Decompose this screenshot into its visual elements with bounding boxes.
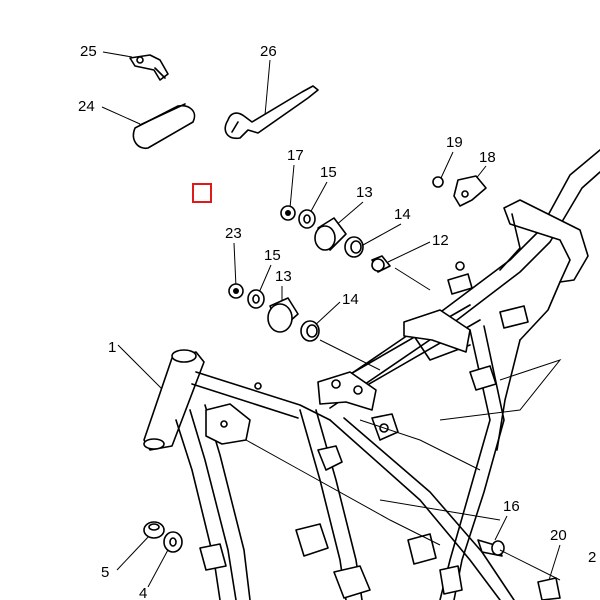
part-4-5-fasteners	[143, 521, 183, 553]
part-24-pad	[132, 103, 196, 150]
selection-square-icon	[192, 183, 212, 203]
part-26-spanner	[224, 85, 319, 140]
callout-13-upper: 13	[356, 184, 373, 201]
callout-24: 24	[78, 98, 95, 115]
leader-lines	[101, 51, 561, 588]
part-25-clip	[129, 54, 169, 81]
callout-14-upper: 14	[394, 206, 411, 223]
callout-26: 26	[260, 43, 277, 60]
main-frame	[143, 149, 600, 600]
callout-12: 12	[432, 232, 449, 249]
part-16-bolt	[477, 539, 505, 557]
callout-18: 18	[479, 149, 496, 166]
callout-16: 16	[503, 498, 520, 515]
part-18-19-bracket	[432, 175, 487, 207]
lower-mount-set	[228, 283, 320, 342]
callout-19: 19	[446, 134, 463, 151]
assembly-guides	[245, 267, 562, 581]
callout-labels: 25 26 24 17 15 13 14 19 18 12 23 15 13 1…	[78, 43, 596, 600]
callout-23: 23	[225, 225, 242, 242]
callout-20: 20	[550, 527, 567, 544]
callout-15-lower: 15	[264, 247, 281, 264]
callout-15-upper: 15	[320, 164, 337, 181]
part-20	[537, 577, 561, 600]
callout-17: 17	[287, 147, 304, 164]
callout-5: 5	[101, 564, 109, 581]
callout-25: 25	[80, 43, 97, 60]
callout-14-lower: 14	[342, 291, 359, 308]
upper-mount-set	[280, 205, 391, 273]
callout-13-lower: 13	[275, 268, 292, 285]
callout-4: 4	[139, 585, 147, 600]
callout-1: 1	[108, 339, 116, 356]
callout-2: 2	[588, 549, 596, 566]
